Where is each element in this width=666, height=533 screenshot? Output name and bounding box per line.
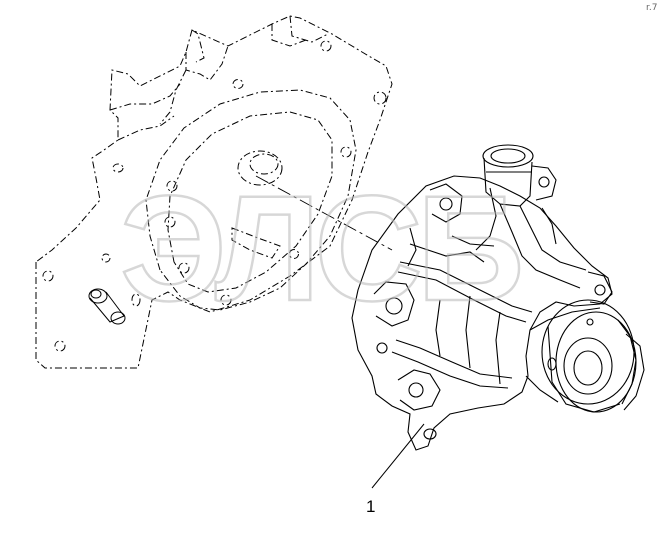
callout-1: 1 [366, 423, 425, 516]
callout-leader-line [371, 423, 425, 489]
water-pump [351, 144, 645, 451]
mounting-plate-phantom [35, 15, 393, 369]
callout-number: 1 [366, 497, 375, 516]
watermark: ЭЛСБ [120, 164, 520, 332]
axis-centerline [255, 175, 393, 251]
dowel-pin [88, 288, 126, 325]
corner-mark: r.7 [646, 3, 657, 13]
